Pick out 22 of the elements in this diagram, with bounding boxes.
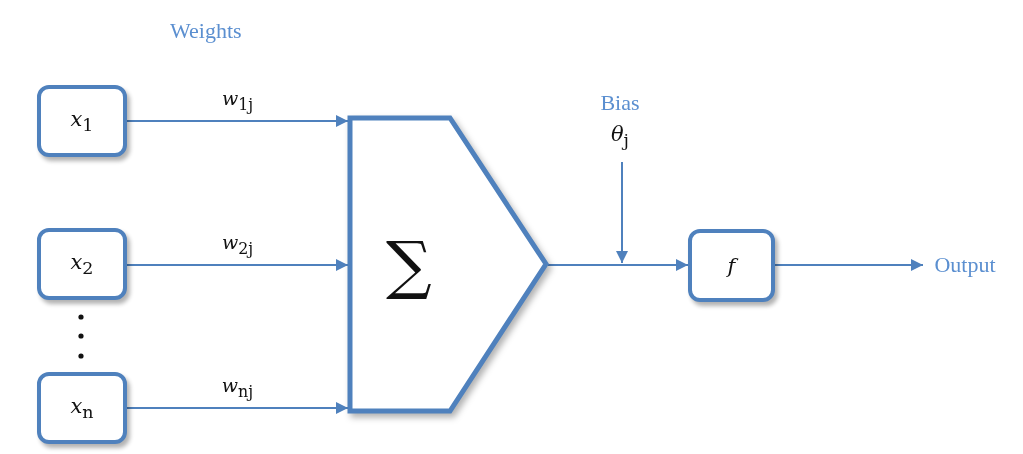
variable-label: x$_{2}$ bbox=[70, 249, 94, 279]
arrow bbox=[126, 259, 349, 271]
input-box bbox=[37, 228, 127, 300]
theta-symbol: θ$_{j}$ bbox=[610, 121, 630, 151]
summation-block bbox=[348, 116, 548, 413]
function-box bbox=[688, 229, 775, 302]
input-box bbox=[37, 372, 127, 444]
variable-label: x$_{n}$ bbox=[70, 393, 94, 423]
arrow bbox=[126, 115, 349, 127]
bias-label: Bias bbox=[600, 89, 640, 116]
input-box bbox=[37, 85, 127, 157]
output-label: Output bbox=[934, 252, 996, 278]
sigma-symbol: ∑ bbox=[386, 227, 432, 302]
arrow bbox=[126, 402, 349, 414]
arrow bbox=[616, 161, 628, 264]
arrow bbox=[774, 259, 924, 271]
arrow bbox=[547, 259, 689, 271]
weights-heading: Weights bbox=[170, 18, 242, 44]
variable-label: x$_{1}$ bbox=[70, 106, 94, 136]
weight-label: w$_{1j}$ bbox=[221, 87, 254, 114]
weight-label: w$_{nj}$ bbox=[221, 374, 254, 401]
weight-label: w$_{2j}$ bbox=[221, 231, 254, 258]
